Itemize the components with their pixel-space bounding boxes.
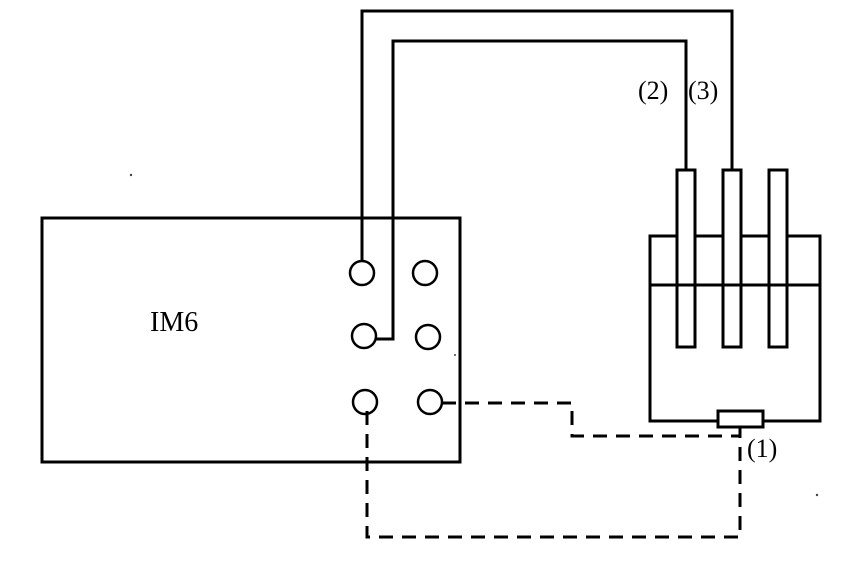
wire-2 xyxy=(376,39,688,341)
instrument-label: IM6 xyxy=(150,307,198,338)
electrode-middle xyxy=(721,168,743,349)
speck-dot xyxy=(454,354,456,356)
speck-dot xyxy=(815,493,819,497)
electrode-left xyxy=(675,168,697,349)
terminal-left-bottom xyxy=(351,388,379,416)
terminal-right-middle xyxy=(414,323,442,351)
label-1: (1) xyxy=(747,434,777,463)
speck-dot xyxy=(129,173,133,177)
terminal-right-top xyxy=(411,259,439,287)
sensor-element xyxy=(716,409,765,429)
electrode-right xyxy=(767,168,789,349)
terminal-left-top xyxy=(348,259,376,287)
label-2: (2) xyxy=(638,76,668,105)
terminal-left-middle xyxy=(350,322,378,350)
label-3: (3) xyxy=(688,76,718,105)
wire-3 xyxy=(360,9,734,261)
im6-instrument-box xyxy=(40,216,462,464)
terminal-right-bottom xyxy=(416,388,444,416)
wire-1-dashed-b xyxy=(365,411,742,539)
